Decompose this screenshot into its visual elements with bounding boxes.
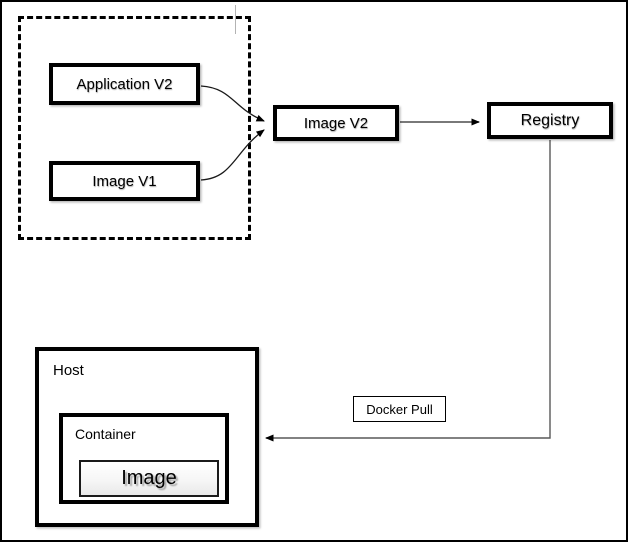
node-image: Image — [79, 460, 219, 497]
node-application-v2: Application V2 — [49, 63, 200, 105]
node-container: Container Image — [59, 413, 229, 504]
container-label: Container — [75, 426, 136, 442]
docker-pull-label-box: Docker Pull — [353, 396, 446, 422]
edge-registry-to-host — [265, 140, 551, 442]
node-image-v2: Image V2 — [273, 105, 399, 141]
guide-mark — [235, 5, 236, 34]
node-image-v1: Image V1 — [49, 161, 200, 201]
host-label: Host — [53, 362, 84, 379]
node-registry: Registry — [487, 102, 613, 139]
node-host: Host Container Image — [35, 347, 259, 527]
build-group-dashed-box — [18, 16, 251, 240]
